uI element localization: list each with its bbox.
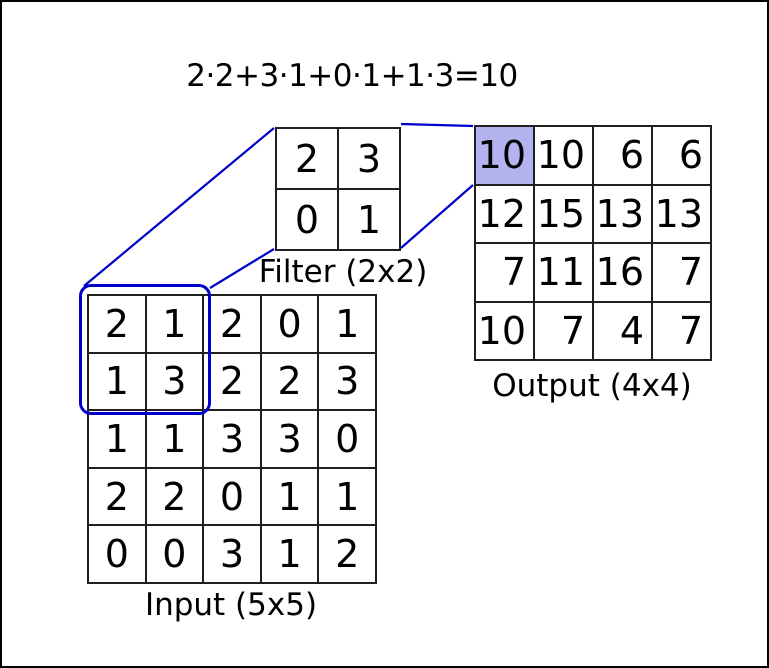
input-cell: 2 [260, 352, 319, 411]
output-cell: 7 [534, 301, 593, 360]
filter-cell: 1 [338, 189, 400, 250]
filter-cell: 3 [338, 128, 400, 189]
equation-text: 2·2+3·1+0·1+1·3=10 [186, 58, 518, 94]
input-cell: 3 [203, 410, 261, 468]
input-cell: 3 [203, 525, 261, 583]
output-cell-highlighted: 10 [475, 126, 534, 185]
input-cell: 0 [260, 295, 319, 353]
output-cell: 11 [534, 243, 593, 302]
filter-cell: 2 [276, 128, 338, 189]
input-cell: 2 [203, 295, 261, 353]
input-cell: 2 [88, 467, 146, 526]
input-cell: 2 [318, 525, 376, 583]
output-matrix: 10 10 6 6 12 15 13 13 7 11 16 7 10 7 4 7 [474, 125, 712, 361]
input-cell: 3 [145, 352, 204, 411]
output-cell: 6 [652, 126, 711, 185]
input-cell: 1 [318, 467, 376, 526]
input-cell: 0 [318, 410, 376, 468]
input-cell: 1 [88, 352, 146, 411]
input-cell: 2 [145, 467, 204, 526]
input-cell: 1 [88, 410, 146, 468]
output-cell: 13 [652, 184, 711, 243]
input-cell: 1 [318, 295, 376, 353]
output-cell: 13 [593, 184, 652, 243]
output-cell: 4 [593, 301, 652, 360]
input-cell: 0 [145, 525, 204, 583]
output-cell: 10 [475, 301, 534, 360]
output-cell: 12 [475, 184, 534, 243]
input-cell: 3 [318, 352, 376, 411]
input-cell: 1 [145, 410, 204, 468]
filter-cell: 0 [276, 189, 338, 250]
output-label: Output (4x4) [492, 368, 692, 404]
input-cell: 2 [203, 352, 261, 411]
filter-matrix: 2 3 0 1 [275, 127, 401, 251]
output-cell: 7 [652, 243, 711, 302]
output-cell: 6 [593, 126, 652, 185]
output-cell: 7 [652, 301, 711, 360]
output-cell: 16 [593, 243, 652, 302]
input-cell: 0 [88, 525, 146, 583]
filter-label: Filter (2x2) [258, 254, 428, 290]
input-label: Input (5x5) [144, 587, 318, 623]
output-cell: 10 [534, 126, 593, 185]
input-matrix: 2 1 2 0 1 1 3 2 2 3 1 1 3 3 0 2 2 0 1 1 … [87, 294, 377, 584]
input-cell: 2 [88, 295, 146, 353]
input-window-highlight [79, 284, 211, 415]
input-cell: 1 [260, 467, 319, 526]
connector-line-filter-to-output-bottom [400, 184, 474, 249]
input-cell: 3 [260, 410, 319, 468]
input-cell: 1 [145, 295, 204, 353]
output-cell: 15 [534, 184, 593, 243]
connector-line-filter-to-output-top [400, 122, 474, 128]
output-cell: 7 [475, 243, 534, 302]
input-cell: 0 [203, 467, 261, 526]
input-cell: 1 [260, 525, 319, 583]
